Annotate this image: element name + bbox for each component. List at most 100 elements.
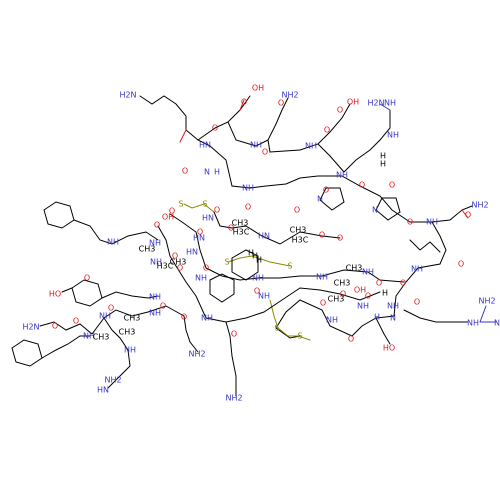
- atom-label: NH: [107, 238, 119, 247]
- atom-label: O: [52, 322, 58, 331]
- atom-label: O: [212, 124, 218, 133]
- atom-label: O: [203, 264, 209, 273]
- atom-label: O: [154, 221, 160, 230]
- atom-label: O: [359, 181, 365, 190]
- atom-label: H2N: [22, 323, 39, 332]
- atom-label: H: [380, 152, 386, 161]
- atom-label: NH: [411, 265, 423, 274]
- atom-label: O: [376, 279, 382, 288]
- atom-label: OH: [354, 286, 366, 295]
- atom-label: H: [252, 252, 258, 261]
- bond-chain: [101, 291, 159, 299]
- atom-label: NH: [494, 319, 500, 328]
- atom-label: HN: [193, 234, 205, 243]
- atom-label: NH2: [281, 91, 298, 100]
- atom-label: OH: [347, 98, 359, 107]
- bond-chain: [214, 95, 251, 129]
- atom-label: NH2: [104, 376, 121, 385]
- atom-label: NH: [99, 312, 111, 321]
- atom-label: CH3: [119, 328, 136, 337]
- atom-label: NH: [326, 316, 338, 325]
- atom-label: CH3: [328, 295, 345, 304]
- atom-label: NH: [250, 141, 262, 150]
- bond-chain: [183, 315, 199, 353]
- bond-chain: [431, 205, 473, 223]
- bond: [479, 305, 487, 323]
- atom-label: O: [245, 203, 251, 212]
- atom-label: H3C: [233, 228, 250, 237]
- atom-label: O: [319, 231, 325, 240]
- atom-label: NH: [149, 309, 161, 318]
- atom-label: NH: [149, 293, 161, 302]
- atom-label: CH3: [346, 264, 363, 273]
- atom-label: S: [297, 332, 302, 341]
- bond: [239, 99, 245, 111]
- atom-label: O: [324, 126, 330, 135]
- atom-label: CH3: [170, 258, 187, 267]
- bond-disulfide: [269, 299, 311, 341]
- bond-chain: [157, 225, 381, 323]
- atom-label: NH: [124, 346, 136, 355]
- atom-label: O: [177, 264, 183, 273]
- atom-label: N: [317, 195, 323, 204]
- bond: [179, 129, 187, 143]
- atom-label: NH: [195, 274, 207, 283]
- atom-label: NH: [201, 314, 213, 323]
- bond-chain: [227, 121, 257, 147]
- bond: [379, 103, 391, 111]
- bond-chain: [225, 321, 237, 397]
- atom-label: HN: [97, 386, 109, 395]
- atom-label: H: [248, 249, 254, 258]
- atom-label: HN: [186, 248, 198, 257]
- atom-label: O: [169, 207, 175, 216]
- atom-label: NH: [316, 273, 328, 282]
- atom-label: O: [465, 211, 471, 220]
- atom-label: O: [400, 279, 406, 288]
- bond: [61, 287, 73, 293]
- bond-chain: [73, 219, 159, 245]
- atom-label: O: [337, 234, 343, 243]
- atom-label: O: [407, 218, 413, 227]
- bond-chain: [409, 239, 441, 253]
- atom-label: H: [380, 160, 386, 169]
- atom-label: NH2: [471, 201, 488, 210]
- atom-label: NH: [258, 292, 270, 301]
- atom-label: O: [294, 206, 300, 215]
- atom-label: NH2: [478, 297, 495, 306]
- atom-label: O: [414, 298, 420, 307]
- bond-chain: [213, 211, 341, 245]
- atom-label: O: [348, 335, 354, 344]
- atom-label: NH: [149, 239, 161, 248]
- atom-label: NH: [387, 131, 399, 140]
- bond-chain: [41, 335, 91, 359]
- bond-disulfide: [183, 203, 215, 213]
- atom-label: HN: [202, 214, 214, 223]
- bond-chain: [209, 145, 447, 339]
- atom-label: O: [172, 252, 178, 261]
- atom-label: N: [204, 168, 210, 177]
- atom-label: O: [197, 228, 203, 237]
- atom-label: NH: [252, 274, 264, 283]
- atom-label: CH3: [139, 245, 156, 254]
- bond-chain: [317, 143, 345, 173]
- bond-chain: [139, 95, 211, 147]
- atom-label: N: [372, 206, 378, 215]
- atom-label: S: [224, 258, 229, 267]
- atom-label: HN: [199, 141, 211, 150]
- atom-label: OH: [162, 213, 174, 222]
- atom-label: NH: [336, 171, 348, 180]
- bond: [269, 149, 301, 153]
- atom-label: O: [458, 260, 464, 269]
- atom-label: NH: [357, 302, 369, 311]
- atom-label: O: [254, 287, 260, 296]
- atom-label: S: [274, 324, 279, 333]
- atom-label: S: [287, 262, 292, 271]
- atom-label: O: [340, 290, 346, 299]
- atom-label: O: [241, 98, 247, 107]
- atom-label: HO: [49, 290, 61, 299]
- atom-label: NH: [150, 258, 162, 267]
- atom-label: OH: [252, 84, 264, 93]
